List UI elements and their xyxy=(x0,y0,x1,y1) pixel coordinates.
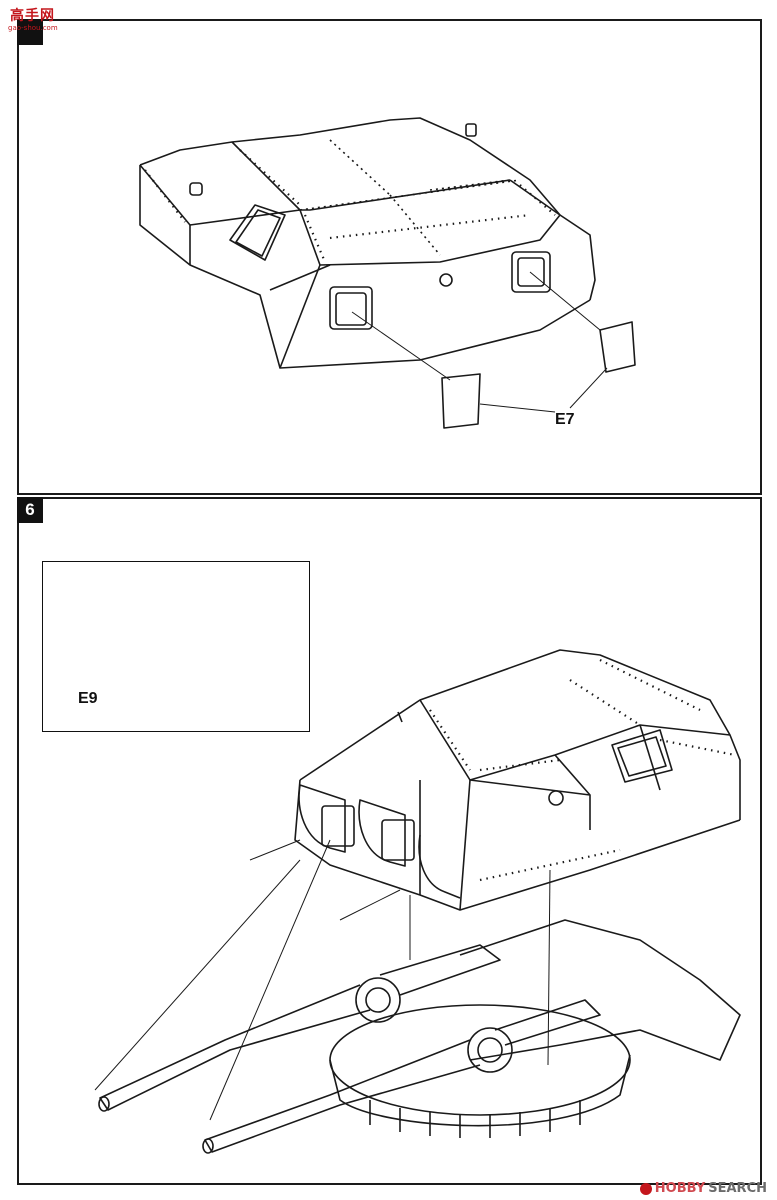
turret-base xyxy=(98,919,741,1154)
inset-frame xyxy=(42,561,310,732)
watermark-logo-subtext: gao-shou.com xyxy=(8,24,58,32)
hobby-search-logo-icon xyxy=(639,1182,652,1195)
step-5-panel xyxy=(17,19,762,495)
part-label-e9: E9 xyxy=(78,690,98,707)
brand-search: SEARCH xyxy=(708,1181,767,1196)
turret-rear-view xyxy=(139,117,636,429)
watermark-logo-text: 高手网 xyxy=(10,8,55,24)
brand-hobby: HOBBY xyxy=(654,1181,706,1196)
step-5-number xyxy=(17,19,43,45)
hobby-search-brand: HOBBY SEARCH xyxy=(639,1181,767,1196)
step-6-number: 6 xyxy=(17,497,43,523)
turret-front-view xyxy=(94,649,741,1121)
watermark-logo: 高手网 gao-shou.com xyxy=(2,2,72,36)
step-6-panel xyxy=(17,497,762,1185)
part-label-e7: E7 xyxy=(555,411,575,428)
